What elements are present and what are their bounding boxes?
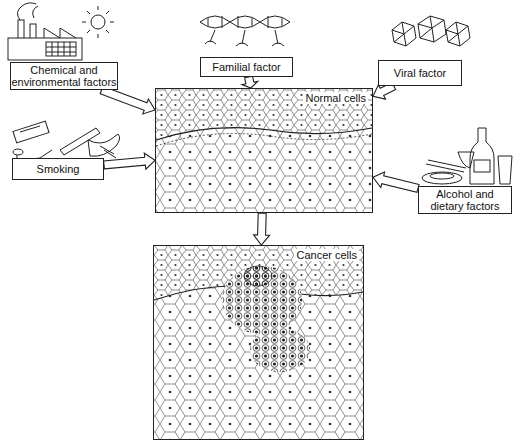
block-arrow <box>254 213 270 245</box>
node-label: Familial factor <box>212 61 280 73</box>
block-arrow <box>100 86 155 114</box>
arrow-shape <box>242 76 258 88</box>
factor-box: Chemical and environmental factors <box>10 62 118 90</box>
block-arrow <box>242 76 258 88</box>
block-arrow <box>104 153 155 169</box>
factor-box: Alcohol and dietary factors <box>418 186 512 214</box>
dna-drawing <box>200 16 290 46</box>
alcohol-drawing <box>422 128 512 184</box>
arrow-shape <box>104 153 155 169</box>
node-label: Smoking <box>37 163 80 175</box>
smoking-drawing <box>13 121 120 160</box>
node-label: Normal cells <box>303 92 368 104</box>
cancer-tissue <box>154 246 363 439</box>
factory-drawing <box>8 3 114 60</box>
virus-drawing <box>392 16 470 46</box>
arrow-shape <box>373 172 419 192</box>
node-label: Cancer cells <box>294 249 359 261</box>
block-arrow <box>373 172 419 192</box>
factor-box: Viral factor <box>378 60 462 86</box>
arrow-shape <box>254 213 270 245</box>
factor-box: Smoking <box>12 158 104 180</box>
node-label: Chemical and environmental factors <box>11 64 117 88</box>
arrow-shape <box>100 86 155 114</box>
tissue-panel: Normal cells <box>155 88 373 213</box>
factor-box: Familial factor <box>200 57 293 77</box>
normal-tissue <box>156 89 372 212</box>
tissue-panel: Cancer cells <box>153 245 364 440</box>
node-label: Viral factor <box>394 67 446 79</box>
node-label: Alcohol and dietary factors <box>419 188 511 212</box>
